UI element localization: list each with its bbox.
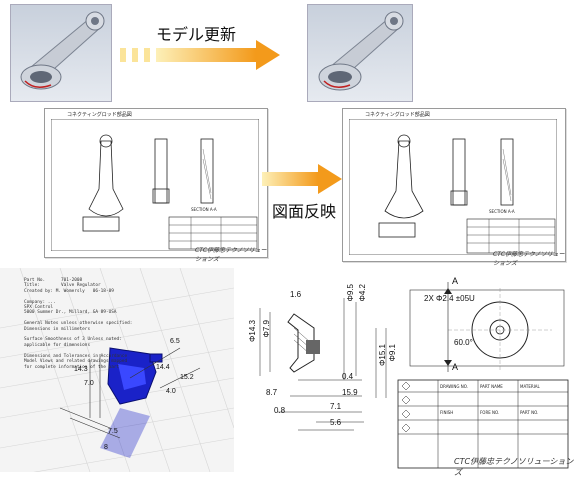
dim-label: 4.0 — [166, 388, 176, 395]
dim-label: 15.9 — [342, 388, 358, 397]
dim-label: Φ14.3 — [248, 320, 257, 342]
dim-label: 8 — [104, 444, 108, 451]
model-after-image — [307, 4, 413, 102]
drawing-reflect-arrow — [262, 164, 342, 194]
section-label: SECTION A-A — [489, 209, 515, 214]
drawing-lines — [259, 282, 569, 469]
angle-label: 60.0° — [454, 338, 473, 347]
title-block-field: MATERIAL — [520, 384, 540, 389]
sheet-header-note: コネクティングロッド部品図 — [365, 112, 430, 118]
dim-label: 1.6 — [290, 290, 302, 299]
dim-label: 0.8 — [274, 406, 286, 415]
perspective-grid — [0, 268, 234, 472]
connecting-rod-icon — [20, 11, 105, 90]
dim-label: 6.5 — [170, 338, 180, 345]
model-update-arrow — [120, 40, 280, 70]
title-block-field: DRAWING NO. — [440, 384, 468, 389]
model-before-image — [10, 4, 112, 102]
dim-label: 7.1 — [330, 402, 342, 411]
title-block-field: PART NAME — [480, 384, 503, 389]
dim-label: 7.5 — [108, 428, 118, 435]
annotated-3d-view: Part No. 701-2008 Title: Valve Regulator… — [0, 268, 234, 472]
company-stamp: CTC伊藤忠テクノソリューションズ — [493, 251, 565, 267]
dim-label: Φ15.1 — [378, 344, 387, 366]
technical-drawing: Φ14.3 Φ7.9 1.6 Φ9.5 Φ4.2 Φ15.1 Φ9.1 0.4 … — [238, 268, 572, 472]
title-block-field: FORE NO. — [480, 410, 500, 415]
section-marker: A — [452, 362, 459, 372]
dim-label: 14.3 — [74, 366, 88, 373]
dim-label: 7.0 — [84, 380, 94, 387]
title-block-field: FINISH — [440, 410, 454, 415]
dim-label: 5.6 — [330, 418, 342, 427]
hole-callout: 2X Φ2.4 ±05U — [424, 294, 475, 303]
section-label: SECTION A-A — [191, 207, 217, 212]
drawing-reflect-label: 図面反映 — [272, 202, 337, 221]
sheet-header-note: コネクティングロッド部品図 — [67, 112, 132, 118]
company-stamp-bottom: CTC伊藤忠テクノソリューションズ — [454, 457, 574, 477]
dim-label: 14.4 — [156, 364, 170, 371]
drawing-after-sheet: コネクティングロッド部品図 SECTION A-A CTC伊藤忠テクノソリューシ… — [342, 108, 566, 267]
title-block-field: PART NO. — [520, 410, 539, 415]
dim-label: Φ9.5 — [346, 284, 355, 302]
connecting-rod-icon — [318, 11, 404, 91]
model-update-label: モデル更新 — [156, 25, 237, 44]
drawing-views — [51, 119, 259, 251]
dim-label: Φ4.2 — [358, 284, 367, 302]
drawing-before-sheet: コネクティングロッド部品図 SECTION A-A CTC伊藤忠テクノソリューシ… — [44, 108, 268, 263]
dim-label: 15.2 — [180, 374, 194, 381]
section-marker: A — [452, 276, 459, 286]
model-note-block: Part No. 701-2008 Title: Valve Regulator… — [24, 278, 133, 370]
drawing-views — [349, 119, 557, 255]
company-stamp: CTC伊藤忠テクノソリューションズ — [195, 247, 267, 263]
dim-label: 0.4 — [342, 372, 354, 381]
dim-label: Φ9.1 — [388, 344, 397, 362]
dim-label: Φ7.9 — [262, 320, 271, 338]
dim-label: 8.7 — [266, 388, 278, 397]
